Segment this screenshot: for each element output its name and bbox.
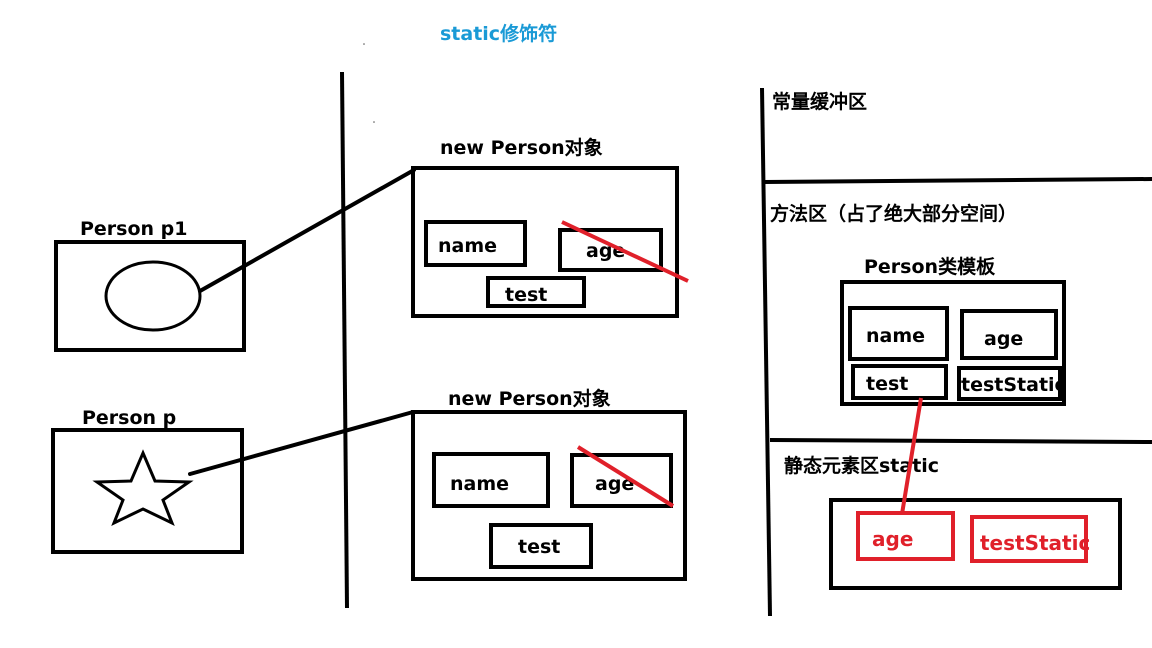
stray-dot xyxy=(373,121,375,123)
class-template-label: Person类模板 xyxy=(864,255,996,278)
static-area-label: 静态元素区static xyxy=(784,454,939,477)
p-reference-line xyxy=(188,410,415,476)
star-reference-icon xyxy=(92,449,194,527)
person-p1-box xyxy=(54,240,246,352)
static-age-text: age xyxy=(872,527,913,551)
stray-dot xyxy=(363,43,365,45)
static-teststatic-field xyxy=(970,515,1088,563)
class-template-box xyxy=(840,280,1066,406)
object2-age-strike xyxy=(576,445,675,508)
static-link-line xyxy=(900,397,923,515)
static-area-box xyxy=(829,498,1122,590)
stack-heap-divider xyxy=(340,71,349,609)
object1-test-text: test xyxy=(505,284,547,306)
person-p-box xyxy=(51,428,244,554)
object1-label: new Person对象 xyxy=(440,136,603,159)
object2-label: new Person对象 xyxy=(448,387,611,410)
object1-age-strike xyxy=(561,220,689,283)
template-name-text: name xyxy=(866,325,925,347)
constant-pool-label: 常量缓冲区 xyxy=(772,90,867,113)
constant-pool-divider xyxy=(763,177,1152,184)
template-teststatic-text: testStatic xyxy=(961,374,1066,396)
heap-method-divider xyxy=(760,87,772,617)
object2-name-field xyxy=(432,452,550,508)
template-age-field xyxy=(960,309,1058,360)
static-teststatic-text: testStatic xyxy=(980,531,1090,555)
template-test-field xyxy=(851,364,948,400)
p1-reference-line xyxy=(198,168,416,293)
method-area-label: 方法区（占了绝大部分空间） xyxy=(770,202,1017,225)
object2-test-field xyxy=(489,523,593,569)
object1-name-field xyxy=(424,220,527,267)
static-age-field xyxy=(856,511,955,561)
object1-age-field xyxy=(558,228,663,272)
object1-box xyxy=(411,166,679,318)
object2-age-text: age xyxy=(595,473,634,495)
diagram-title: static修饰符 xyxy=(440,22,557,45)
person-p-label: Person p xyxy=(82,407,176,429)
object2-box xyxy=(411,410,687,581)
static-area-divider xyxy=(769,438,1152,444)
object1-name-text: name xyxy=(438,235,497,257)
person-p1-label: Person p1 xyxy=(80,218,188,240)
object2-name-text: name xyxy=(450,473,509,495)
object1-test-field xyxy=(486,276,586,308)
template-teststatic-field xyxy=(957,366,1062,401)
template-age-text: age xyxy=(984,328,1023,350)
object2-test-text: test xyxy=(518,536,560,558)
template-name-field xyxy=(848,306,949,361)
object2-age-field xyxy=(570,453,673,508)
template-test-text: test xyxy=(866,373,908,395)
ellipse-reference-icon xyxy=(104,260,202,332)
